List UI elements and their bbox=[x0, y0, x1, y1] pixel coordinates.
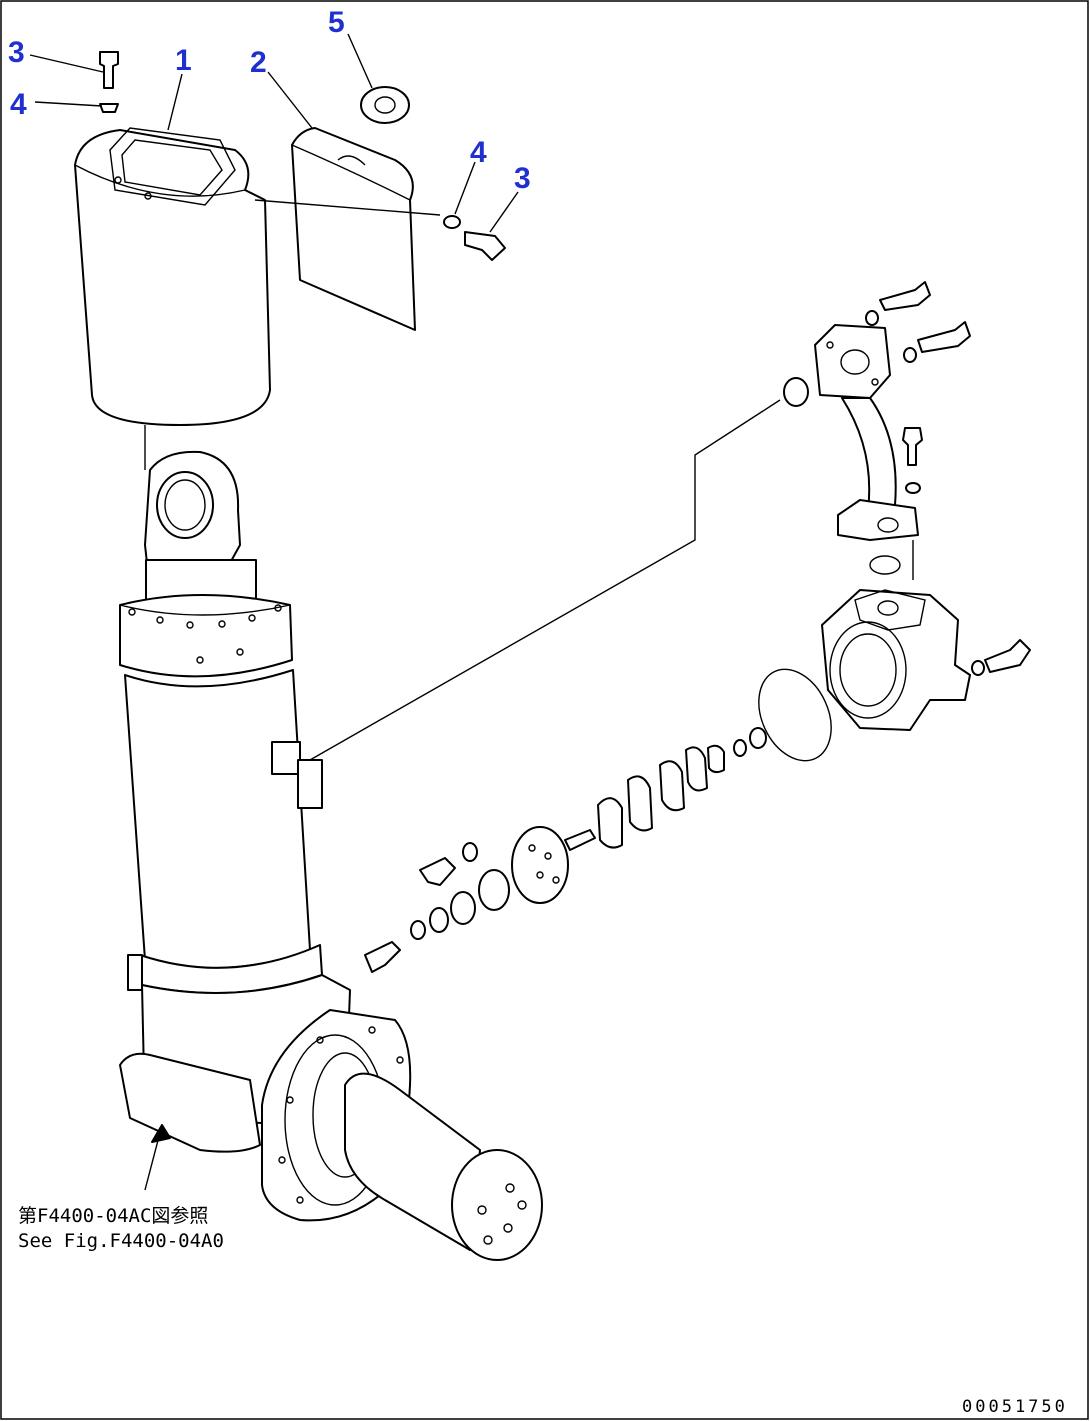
valve-housing bbox=[821, 589, 1031, 731]
callout-5: 5 bbox=[328, 6, 345, 39]
callout-3-left: 3 bbox=[8, 36, 25, 69]
exploded-parts bbox=[364, 668, 832, 973]
callout-4-left: 4 bbox=[10, 88, 27, 121]
spindle-hub bbox=[261, 1009, 543, 1261]
leader-cover-bolt bbox=[254, 199, 441, 216]
callout-2: 2 bbox=[250, 46, 267, 79]
elbow-pipe bbox=[783, 281, 971, 575]
callout-leaders bbox=[29, 33, 519, 1191]
cover-part-1 bbox=[74, 127, 271, 426]
washer-part-5 bbox=[360, 86, 410, 124]
reference-note-en: See Fig.F4400-04A0 bbox=[18, 1230, 224, 1252]
leader-pipe-to-cylinder bbox=[309, 399, 781, 761]
bolt-part-3-right bbox=[443, 215, 506, 261]
callout-3-right: 3 bbox=[514, 162, 531, 195]
cylinder-body bbox=[119, 450, 351, 1153]
drawing-code: 00051750 bbox=[962, 1397, 1068, 1417]
bolt-part-3-left bbox=[99, 51, 119, 113]
callout-4-right: 4 bbox=[470, 136, 487, 169]
cover-part-2 bbox=[291, 127, 416, 331]
reference-note-jp: 第F4400-04AC図参照 bbox=[18, 1205, 208, 1227]
callout-1: 1 bbox=[175, 44, 192, 77]
